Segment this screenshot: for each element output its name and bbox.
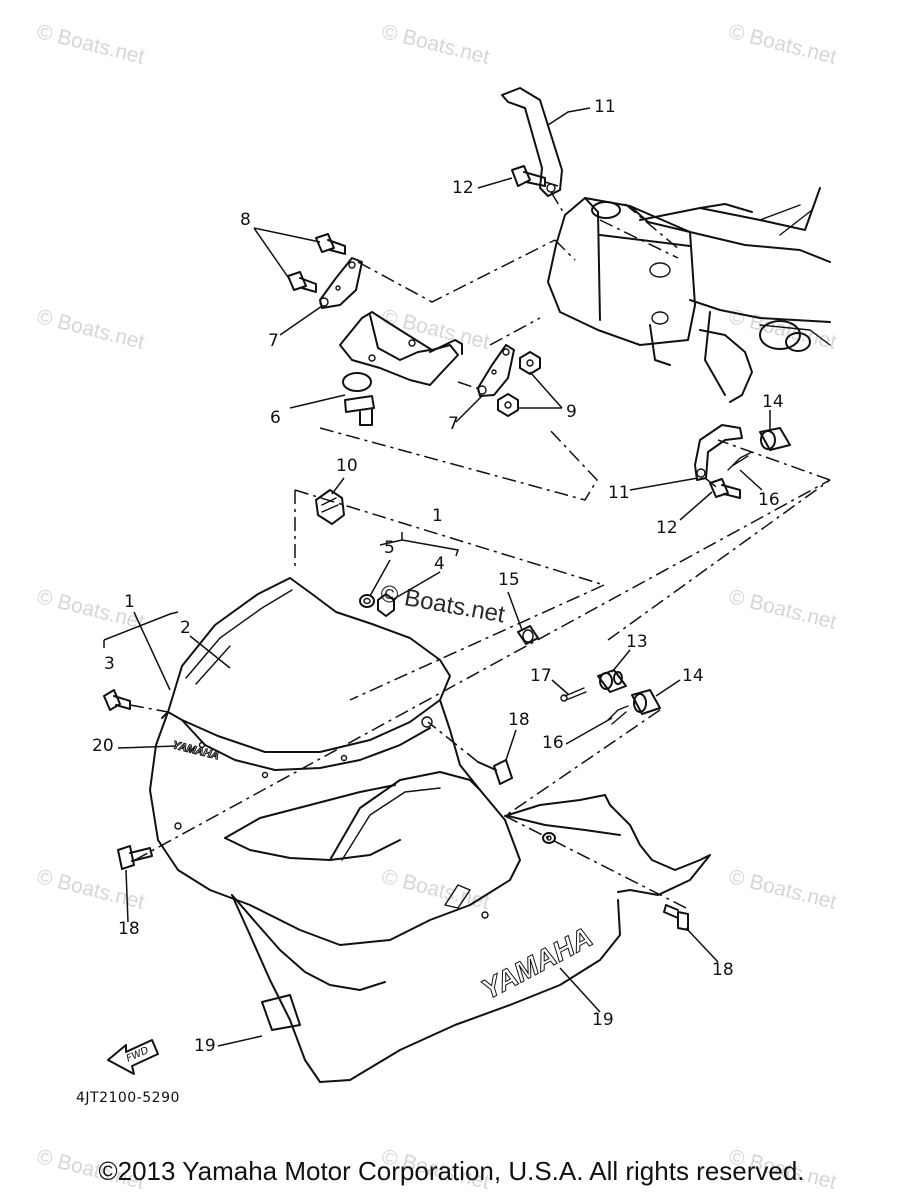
- callout-7-left: 7: [268, 331, 279, 351]
- pin-13: [597, 669, 627, 693]
- callout-12-lower: 12: [656, 518, 678, 538]
- clip-16-upper: [727, 451, 753, 471]
- callout-11-upper: 11: [594, 97, 616, 117]
- screw-3: [103, 689, 169, 713]
- screw-18-right: [663, 904, 689, 931]
- callout-4: 4: [434, 554, 445, 574]
- callout-19-left: 19: [194, 1036, 216, 1056]
- assembly-outlines: [134, 239, 831, 911]
- headlight-stay: [339, 311, 483, 426]
- clip-16-lower: [607, 705, 629, 725]
- callout-13: 13: [626, 632, 648, 652]
- callout-7-right: 7: [448, 414, 459, 434]
- callout-3: 3: [104, 654, 115, 674]
- callout-8: 8: [240, 210, 251, 230]
- bolt-8-upper: [315, 233, 346, 255]
- callout-15: 15: [498, 570, 520, 590]
- clip-10: [315, 489, 345, 525]
- side-cowling: YAMAHA: [231, 794, 711, 1083]
- bracket-7-right: [477, 344, 515, 397]
- frame-assembly: [547, 187, 831, 403]
- stay-upper: [501, 87, 566, 216]
- bracket-7-left: [319, 257, 363, 309]
- callout-1-left: 1: [124, 592, 135, 612]
- nut-4: [377, 593, 395, 617]
- callout-20: 20: [92, 736, 114, 756]
- callout-1-right: 1: [432, 506, 443, 526]
- diagram-reference-code: 4JT2100-5290: [76, 1090, 180, 1106]
- collar-14-upper: [759, 427, 791, 451]
- callout-18-left: 18: [118, 919, 140, 939]
- callout-18-mid: 18: [508, 710, 530, 730]
- forward-arrow-icon: FWD: [107, 1039, 159, 1075]
- stay-lower: [694, 424, 743, 491]
- callout-10: 10: [336, 456, 358, 476]
- cowling-yamaha-logo: YAMAHA: [171, 739, 220, 762]
- bolt-8-lower: [287, 271, 317, 293]
- nut-9-lower: [497, 393, 519, 417]
- leader-lines: [103, 107, 771, 1047]
- screw-18-left: [117, 845, 153, 870]
- upper-cowling: YAMAHA: [149, 699, 521, 946]
- callout-19-right: 19: [592, 1010, 614, 1030]
- callout-2: 2: [180, 618, 191, 638]
- forward-arrow-label: FWD: [125, 1045, 151, 1065]
- callout-14-lower: 14: [682, 666, 704, 686]
- callout-16-upper: 16: [758, 490, 780, 510]
- screw-18-mid: [427, 721, 513, 785]
- callout-11-lower: 11: [608, 483, 630, 503]
- callout-18-right: 18: [712, 960, 734, 980]
- cotter-pin-17: [560, 687, 587, 702]
- bolt-12-lower: [709, 478, 741, 499]
- windshield: [167, 577, 451, 753]
- callout-9: 9: [566, 402, 577, 422]
- washer-5: [359, 594, 375, 608]
- callout-5: 5: [384, 538, 395, 558]
- callout-16-lower: 16: [542, 733, 564, 753]
- grommet-15: [517, 625, 539, 645]
- collar-14-lower: [631, 689, 661, 715]
- callout-17: 17: [530, 666, 552, 686]
- bolt-12-upper: [511, 165, 559, 187]
- callout-14-upper: 14: [762, 392, 784, 412]
- callout-12-upper: 12: [452, 178, 474, 198]
- callout-6: 6: [270, 408, 281, 428]
- side-panel-yamaha-logo: YAMAHA: [476, 921, 597, 1005]
- copyright-notice: ©2013 Yamaha Motor Corporation, U.S.A. A…: [98, 1156, 805, 1186]
- nut-9-upper: [519, 351, 541, 375]
